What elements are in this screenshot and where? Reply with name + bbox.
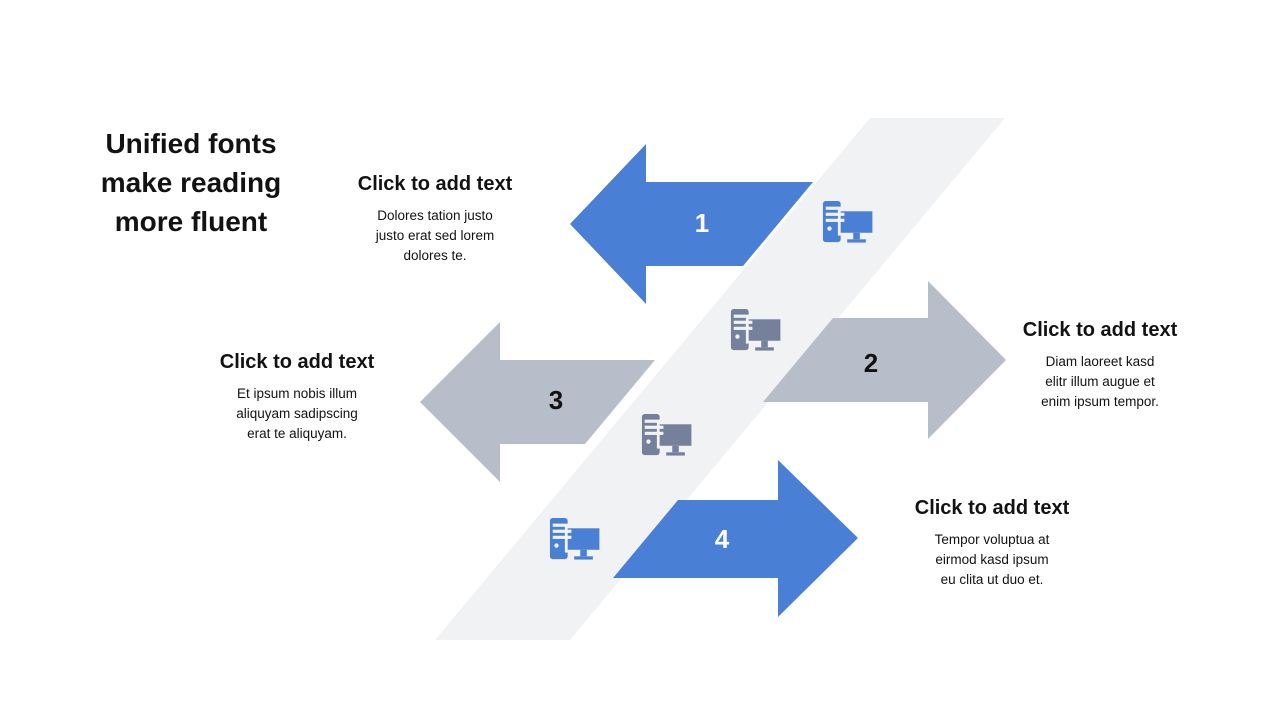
desktop-computer-icon — [641, 413, 697, 458]
step-1-number: 1 — [694, 208, 710, 238]
step-3-text[interactable]: Click to add text Et ipsum nobis illum a… — [192, 350, 402, 444]
step-4-text[interactable]: Click to add text Tempor voluptua at eir… — [887, 496, 1097, 590]
step-3-heading[interactable]: Click to add text — [219, 351, 375, 373]
desktop-computer-icon — [822, 200, 878, 245]
slide-title[interactable]: Unified fonts make reading more fluent — [100, 128, 282, 237]
step-2-text[interactable]: Click to add text Diam laoreet kasd elit… — [995, 318, 1205, 412]
step-1-text[interactable]: Click to add text Dolores tation justo j… — [330, 172, 540, 266]
desktop-computer-icon — [549, 517, 605, 562]
step-2-number: 2 — [863, 348, 879, 378]
desktop-computer-icon — [730, 308, 786, 353]
step-2-heading[interactable]: Click to add text — [1022, 319, 1178, 341]
step-4-number: 4 — [714, 524, 730, 554]
step-4-body[interactable]: Tempor voluptua at eirmod kasd ipsum eu … — [934, 532, 1050, 587]
step-4-heading[interactable]: Click to add text — [914, 497, 1070, 519]
step-3-body[interactable]: Et ipsum nobis illum aliquyam sadipscing… — [236, 386, 358, 441]
step-1-body[interactable]: Dolores tation justo justo erat sed lore… — [375, 208, 495, 263]
step-2-body[interactable]: Diam laoreet kasd elitr illum augue et e… — [1041, 354, 1159, 409]
step-1-heading[interactable]: Click to add text — [357, 173, 513, 195]
step-3-number: 3 — [548, 385, 564, 415]
